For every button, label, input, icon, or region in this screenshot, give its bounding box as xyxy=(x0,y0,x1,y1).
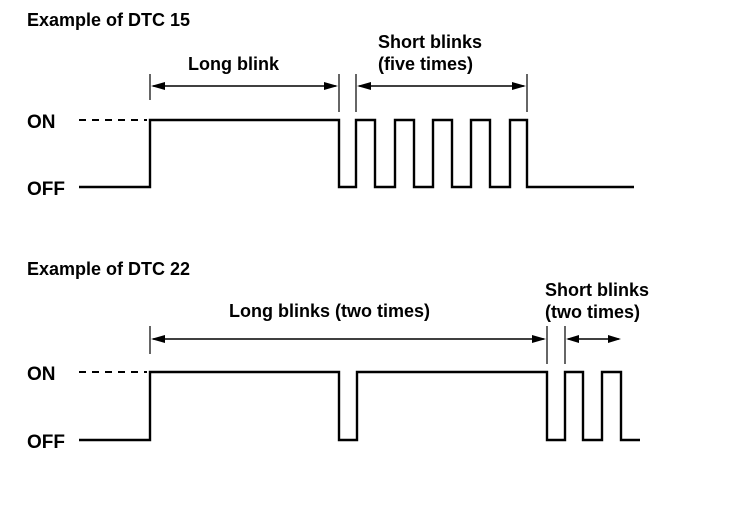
dtc22-short-blinks-count: (two times) xyxy=(545,302,640,322)
dtc15-long-blink-label: Long blink xyxy=(188,54,280,74)
dtc15-on-label: ON xyxy=(27,112,56,133)
dtc22-on-label: ON xyxy=(27,364,56,385)
dtc22-long-arrow-left-icon xyxy=(151,335,165,343)
dtc15-signal-waveform xyxy=(79,118,634,189)
dtc22-off-label: OFF xyxy=(27,432,65,453)
dtc15-diagram: Example of DTC 15 ON OFF Long blink Shor… xyxy=(27,10,634,200)
dtc22-long-arrow-right-icon xyxy=(532,335,546,343)
dtc15-long-arrow-right-icon xyxy=(324,82,338,90)
dtc22-diagram: Example of DTC 22 ON OFF Long blinks (tw… xyxy=(27,259,649,453)
dtc22-title: Example of DTC 22 xyxy=(27,259,190,279)
dtc15-short-arrow-left-icon xyxy=(357,82,371,90)
dtc22-short-arrow-right-icon xyxy=(608,335,621,343)
dtc15-short-blinks-count: (five times) xyxy=(378,54,473,74)
dtc22-short-blinks-label: Short blinks xyxy=(545,280,649,300)
dtc22-short-arrow-left-icon xyxy=(566,335,579,343)
dtc22-signal-waveform xyxy=(79,370,640,442)
dtc22-long-blinks-label: Long blinks (two times) xyxy=(229,301,430,321)
dtc15-short-blinks-label: Short blinks xyxy=(378,32,482,52)
dtc15-off-label: OFF xyxy=(27,179,65,200)
dtc15-long-arrow-left-icon xyxy=(151,82,165,90)
dtc15-title: Example of DTC 15 xyxy=(27,10,190,30)
dtc15-short-arrow-right-icon xyxy=(512,82,526,90)
